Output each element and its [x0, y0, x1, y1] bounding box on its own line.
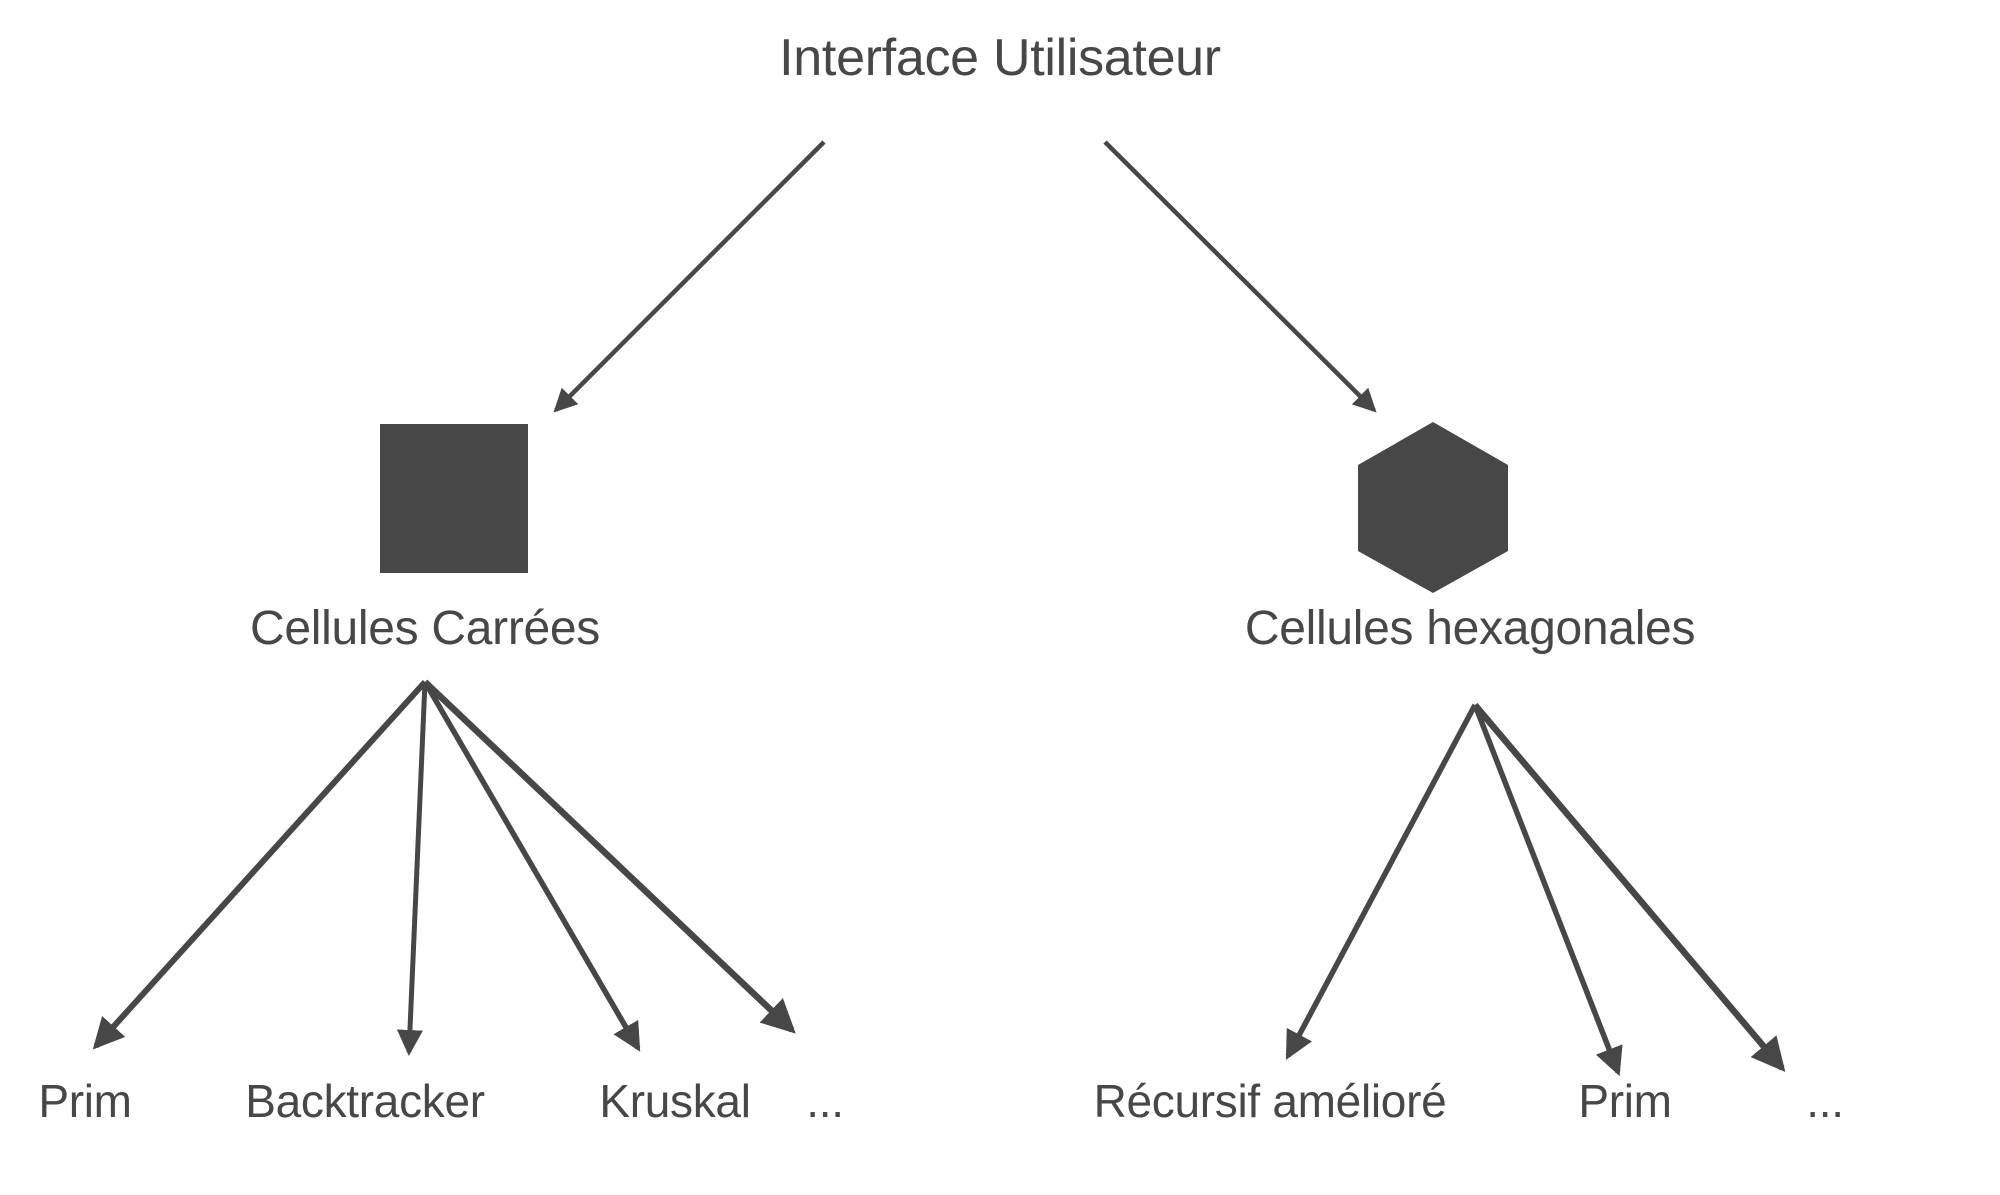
leaf-label-prim-hexagon: Prim [1578, 1075, 1672, 1127]
edge-square-to-prim [92, 679, 428, 1050]
leaf-label-recursif-ameliore: Récursif amélioré [1093, 1075, 1447, 1127]
edge-square-to-backtracker [396, 681, 428, 1056]
leaf-label-backtracker: Backtracker [245, 1075, 485, 1127]
edge-hexagon-to-prim [1472, 704, 1623, 1077]
square-cell-shape [380, 424, 528, 573]
leaf-label-prim-square: Prim [38, 1075, 132, 1127]
leaf-label-more-square: ... [806, 1075, 844, 1127]
edge-root-to-square-cells [553, 140, 826, 413]
edge-square-to-more [422, 679, 796, 1034]
branch-label-hexagonal-cells: Cellules hexagonales [1244, 602, 1696, 655]
hexagon-cell-shape [1358, 422, 1508, 593]
leaf-label-more-hexagon: ... [1806, 1075, 1844, 1127]
edge-root-to-hexagonal-cells [1103, 140, 1377, 413]
edge-hexagon-to-recursif-ameliore [1285, 703, 1478, 1060]
root-node-label: Interface Utilisateur [779, 29, 1221, 87]
edge-hexagon-to-more [1472, 702, 1786, 1072]
leaf-label-kruskal: Kruskal [599, 1075, 751, 1127]
branch-label-square-cells: Cellules Carrées [250, 602, 600, 655]
edge-square-to-kruskal [422, 680, 641, 1052]
